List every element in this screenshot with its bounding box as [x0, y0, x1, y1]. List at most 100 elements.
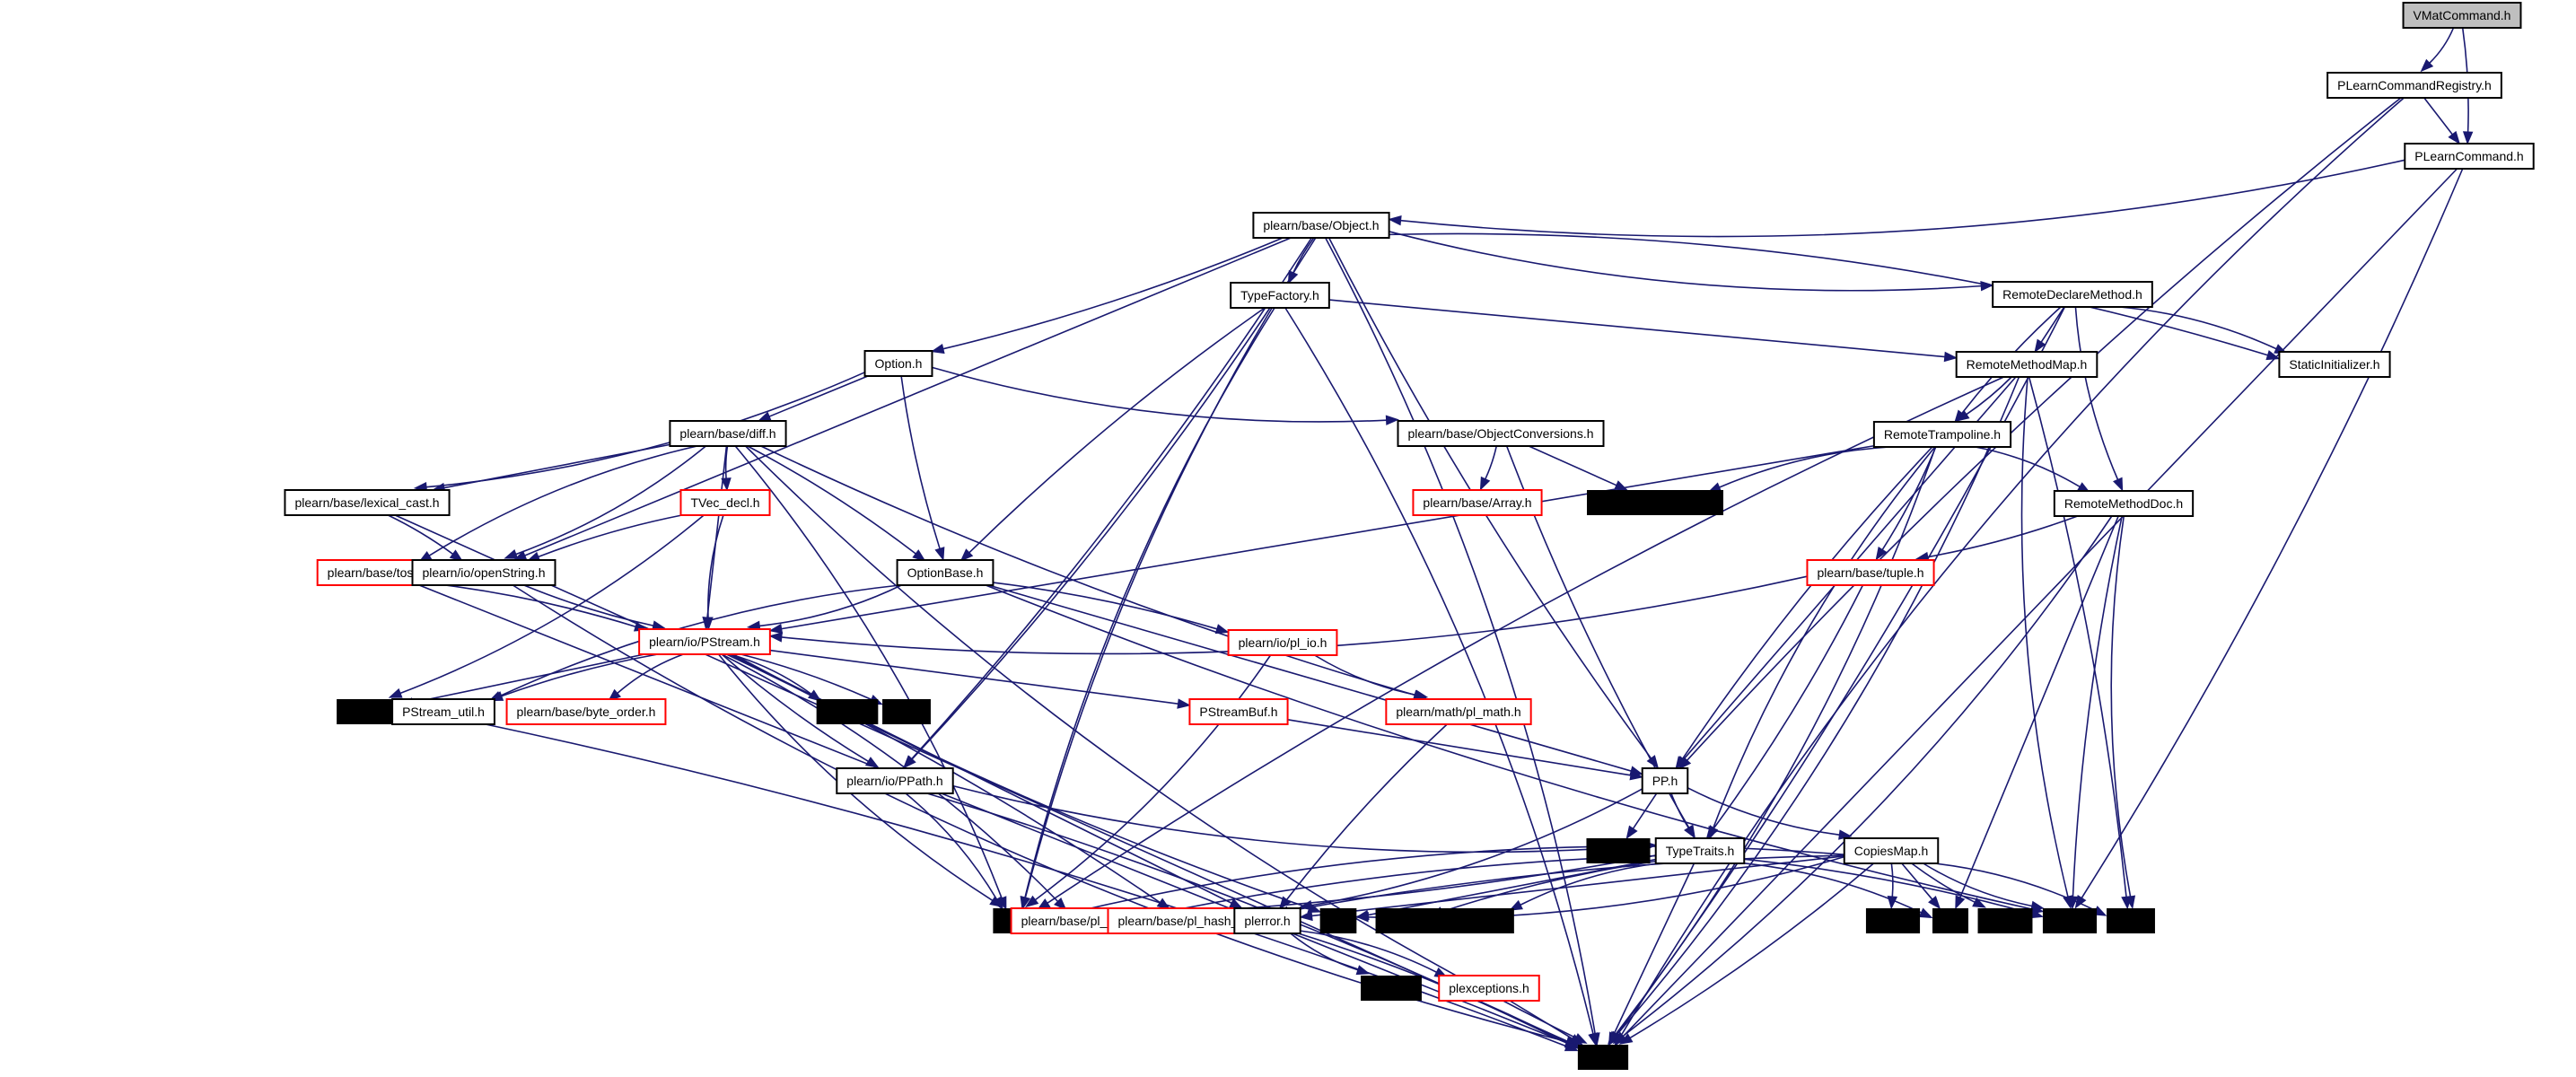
node-typeinfo[interactable]: typeinfo [1586, 838, 1651, 863]
node-label: CopiesMap.h [1854, 844, 1929, 858]
arrowhead-icon [1509, 899, 1523, 911]
arrowhead-icon [1675, 756, 1687, 770]
arrowhead-icon [1887, 896, 1898, 910]
edge-typefactory-to-string [1284, 307, 1594, 1035]
node-boosttt[interactable]: boost/type_traits.hpp [1587, 490, 1723, 515]
node-box [2107, 908, 2155, 933]
edge-rmdoc-to-list [1959, 515, 2119, 898]
node-label: plearn/base/tuple.h [1817, 565, 1923, 580]
edge-rmm-to-string [1616, 376, 2020, 1036]
node-copiesmap[interactable]: CopiesMap.h [1843, 837, 1940, 864]
arrowhead-icon [1625, 825, 1638, 840]
node-optionbase[interactable]: OptionBase.h [896, 559, 994, 586]
node-array[interactable]: plearn/base/Array.h [1412, 489, 1543, 516]
edge-optionbase-to-pp [988, 584, 1632, 772]
node-vector[interactable]: vector [2042, 908, 2098, 933]
node-plio[interactable]: plearn/io/pl_io.h [1227, 629, 1338, 656]
edge-tvec-to-pstream [707, 514, 724, 618]
node-sstream[interactable]: sstream [337, 699, 401, 724]
node-pp[interactable]: PP.h [1641, 767, 1689, 794]
node-label: PLearnCommandRegistry.h [2337, 78, 2492, 92]
node-label: time.h [1876, 914, 1910, 928]
edge-object-to-string [1325, 237, 1596, 1034]
node-string[interactable]: string [1577, 1045, 1629, 1070]
edge-rmm-to-map [1047, 376, 2004, 904]
node-box [2042, 908, 2098, 933]
arrowhead-icon [2030, 900, 2045, 911]
arrowhead-icon [903, 755, 916, 769]
node-box [1955, 351, 2098, 378]
edge-pstream-to-sstream [412, 653, 645, 704]
edge-plerror-to-plexceptions [1300, 930, 1437, 973]
arrowhead-icon [1569, 1034, 1584, 1046]
node-box [1233, 907, 1301, 934]
edge-diff-to-openstring [515, 445, 706, 556]
edge-plcmd-to-string [1622, 168, 2458, 1038]
node-prlong[interactable]: nspr/prlong.h [1421, 908, 1514, 933]
node-rmm[interactable]: RemoteMethodMap.h [1955, 351, 2098, 378]
edge-diff-to-map [734, 445, 1003, 899]
node-option[interactable]: Option.h [863, 350, 933, 377]
node-box [1421, 908, 1514, 933]
node-utility[interactable]: utility [2107, 908, 2155, 933]
node-label: plearn/base/byte_order.h [517, 705, 656, 719]
node-ppath[interactable]: plearn/io/PPath.h [836, 767, 954, 794]
node-typefactory[interactable]: TypeFactory.h [1230, 282, 1330, 309]
arrowhead-icon [1388, 215, 1402, 226]
node-tuple[interactable]: plearn/base/tuple.h [1806, 559, 1935, 586]
node-label: plearn/math/pl_math.h [1396, 705, 1520, 719]
node-plcmd[interactable]: PLearnCommand.h [2404, 143, 2535, 170]
edge-option-to-diff [768, 375, 869, 417]
edge-rtramp-to-typetraits [1712, 446, 1936, 829]
node-rdm[interactable]: RemoteDeclareMethod.h [1992, 281, 2153, 308]
node-pstream[interactable]: plearn/io/PStream.h [638, 628, 771, 655]
node-lexcast[interactable]: plearn/base/lexical_cast.h [284, 489, 451, 516]
node-label: RemoteMethodMap.h [1967, 357, 2088, 372]
node-box [882, 699, 931, 724]
node-tvec[interactable]: TVec_decl.h [679, 489, 771, 516]
node-cstdarg[interactable]: cstdarg [1361, 976, 1422, 1001]
node-label: plerror.h [1244, 914, 1290, 928]
edge-rtramp-to-pstream [781, 444, 1875, 630]
arrowhead-icon [930, 344, 945, 355]
node-vmat[interactable]: VMatCommand.h [2402, 2, 2522, 29]
node-objconv[interactable]: plearn/base/ObjectConversions.h [1397, 420, 1605, 447]
node-plmath[interactable]: plearn/math/pl_math.h [1385, 698, 1532, 725]
node-byteorder[interactable]: plearn/base/byte_order.h [505, 698, 667, 725]
node-label: plearn/base/Object.h [1263, 218, 1379, 232]
edge-diff-to-pstream [706, 445, 728, 618]
edge-lexcast-to-openstring [387, 514, 453, 555]
node-pstreambuf[interactable]: PStreamBuf.h [1188, 698, 1289, 725]
node-box [1438, 975, 1540, 1002]
node-diff[interactable]: plearn/base/diff.h [669, 420, 787, 447]
node-timeh[interactable]: time.h [1865, 908, 1921, 933]
edge-copiesmap-to-string [1629, 862, 1874, 1039]
node-label: vector [2053, 914, 2087, 928]
node-openstring[interactable]: plearn/io/openString.h [411, 559, 556, 586]
node-registry[interactable]: PLearnCommandRegistry.h [2326, 72, 2502, 99]
node-staticinit[interactable]: StaticInitializer.h [2278, 351, 2391, 378]
edge-diff-to-optionbase [747, 445, 916, 555]
node-set[interactable]: set [1319, 908, 1357, 933]
node-deque[interactable]: deque [1977, 908, 2033, 933]
node-rtramp[interactable]: RemoteTrampoline.h [1872, 421, 2012, 448]
arrowhead-icon [1972, 897, 1987, 908]
node-label: RemoteDeclareMethod.h [2002, 287, 2142, 302]
node-object[interactable]: plearn/base/Object.h [1252, 212, 1390, 239]
node-plexceptions[interactable]: plexceptions.h [1438, 975, 1540, 1002]
node-box [1230, 282, 1330, 309]
node-typetraits[interactable]: TypeTraits.h [1654, 837, 1746, 864]
arrowhead-icon [2265, 350, 2281, 361]
node-box [2053, 490, 2195, 517]
arrowhead-icon [1608, 1031, 1619, 1046]
arrowhead-icon [1214, 624, 1230, 635]
node-limits[interactable]: limits [882, 699, 931, 724]
node-label: list [1942, 914, 1958, 928]
node-plerror[interactable]: plerror.h [1233, 907, 1301, 934]
node-fstream[interactable]: fstream [816, 699, 879, 724]
edge-copiesmap-to-utility [1933, 862, 2096, 912]
node-pstreamutil[interactable]: PStream_util.h [391, 698, 495, 725]
node-list[interactable]: list [1932, 908, 1968, 933]
node-rmdoc[interactable]: RemoteMethodDoc.h [2053, 490, 2195, 517]
edge-object-to-openstring [524, 237, 1292, 556]
